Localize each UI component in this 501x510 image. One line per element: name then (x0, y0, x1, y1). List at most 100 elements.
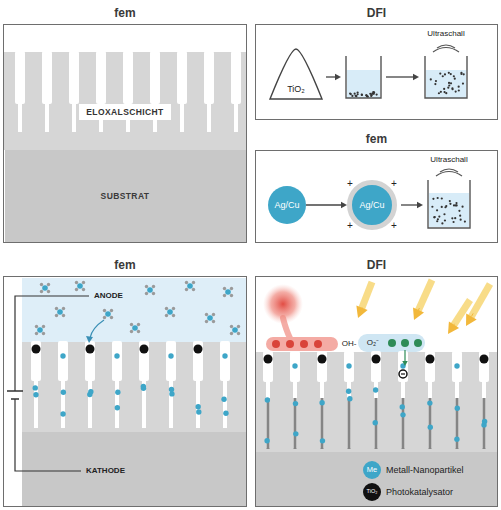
radical (401, 339, 409, 347)
metal-nanoparticle (221, 397, 226, 402)
metal-nanoparticle (347, 396, 352, 401)
complex-ligand (192, 288, 195, 291)
powder-grain (357, 93, 359, 95)
complex-ligand (205, 313, 208, 316)
metal-nanoparticle (141, 386, 146, 391)
metal-nanoparticle (346, 389, 351, 394)
metal-ion (232, 327, 238, 333)
light-ray (453, 300, 470, 327)
metal-nanoparticle (454, 436, 459, 441)
label: + (391, 179, 397, 189)
powder-grain (366, 95, 368, 97)
complex-ligand (230, 287, 233, 290)
pore (139, 341, 149, 381)
photocatalyst (426, 355, 435, 364)
heap-outline (270, 49, 322, 99)
pore (42, 51, 52, 104)
metal-nanoparticle (60, 411, 65, 416)
dirt-particle (300, 340, 308, 348)
complex-ligand (165, 307, 168, 310)
pore (482, 381, 486, 448)
panel: femELOXALSCHICHTSUBSTRAT (3, 2, 247, 243)
metal-nanoparticle (373, 387, 378, 392)
arrow-head (413, 307, 424, 320)
metal-nanoparticle (293, 431, 298, 436)
powder-grain (458, 89, 460, 91)
photocatalyst (480, 355, 489, 364)
pore (452, 351, 462, 382)
pore (204, 51, 214, 104)
metal-ion (187, 283, 193, 289)
complex-ligand (212, 313, 215, 316)
particle (441, 197, 443, 199)
metal-nanoparticle (400, 412, 405, 417)
metal-nanoparticle (265, 397, 270, 402)
pore (425, 351, 435, 382)
pore (290, 351, 300, 382)
arrow-head (417, 202, 423, 209)
powder-grain (349, 92, 351, 94)
particle (443, 213, 445, 215)
metal-nanoparticle (264, 438, 269, 443)
connector-line (306, 204, 341, 205)
complex-ligand (230, 325, 233, 328)
pore (344, 351, 354, 382)
complex-ligand (47, 290, 50, 293)
particle (432, 198, 434, 200)
complex-ligand (75, 288, 78, 291)
metal-nanoparticle (454, 363, 459, 368)
pore (15, 51, 25, 104)
pore (317, 351, 327, 382)
pore (58, 341, 68, 381)
powder-grain (365, 94, 367, 96)
particle (454, 217, 456, 219)
powder-grain (430, 78, 432, 80)
arrow-head (335, 74, 341, 81)
metal-nanoparticle (195, 404, 200, 409)
panel: fem (3, 254, 247, 507)
photocatalyst (372, 355, 381, 364)
node-text: SUBSTRAT (101, 191, 150, 201)
pore (455, 381, 459, 448)
panel: femAg/CuAg/Cu (255, 128, 498, 243)
panel-title: DFI (367, 258, 386, 272)
node-text: Ag/Cu (274, 200, 299, 210)
pore (223, 380, 227, 428)
label: + (347, 179, 353, 189)
complex-ligand (172, 307, 175, 310)
panel-title: fem (366, 132, 387, 146)
powder-grain (462, 83, 464, 85)
complex-ligand (110, 316, 113, 319)
complex-ligand (130, 323, 133, 326)
metal-nanoparticle (427, 400, 432, 405)
powder-grain (447, 87, 449, 89)
metal-ion (132, 325, 138, 331)
powder-grain (350, 93, 352, 95)
powder-grain (365, 94, 367, 96)
particle (452, 221, 454, 223)
complex-ligand (82, 281, 85, 284)
pore (263, 351, 273, 382)
particle (434, 216, 436, 218)
powder-grain (355, 95, 357, 97)
complex-ligand (40, 290, 43, 293)
panel-title: DFI (367, 6, 386, 20)
particle (437, 218, 439, 220)
particle (456, 204, 458, 206)
light-ray (471, 284, 490, 317)
arrow-line (418, 308, 420, 310)
complex-ligand (110, 309, 113, 312)
pore (428, 381, 432, 448)
metal-nanoparticle (196, 409, 201, 414)
powder-grain (435, 80, 437, 82)
complex-ligand (103, 309, 106, 312)
complex-ligand (237, 332, 240, 335)
photocatalyst (32, 345, 41, 354)
complex-ligand (152, 285, 155, 288)
particle (441, 222, 443, 224)
radical (388, 339, 396, 347)
pore (115, 380, 119, 428)
label: Me (367, 466, 377, 474)
powder-grain (355, 95, 357, 97)
complex-ligand (137, 330, 140, 333)
